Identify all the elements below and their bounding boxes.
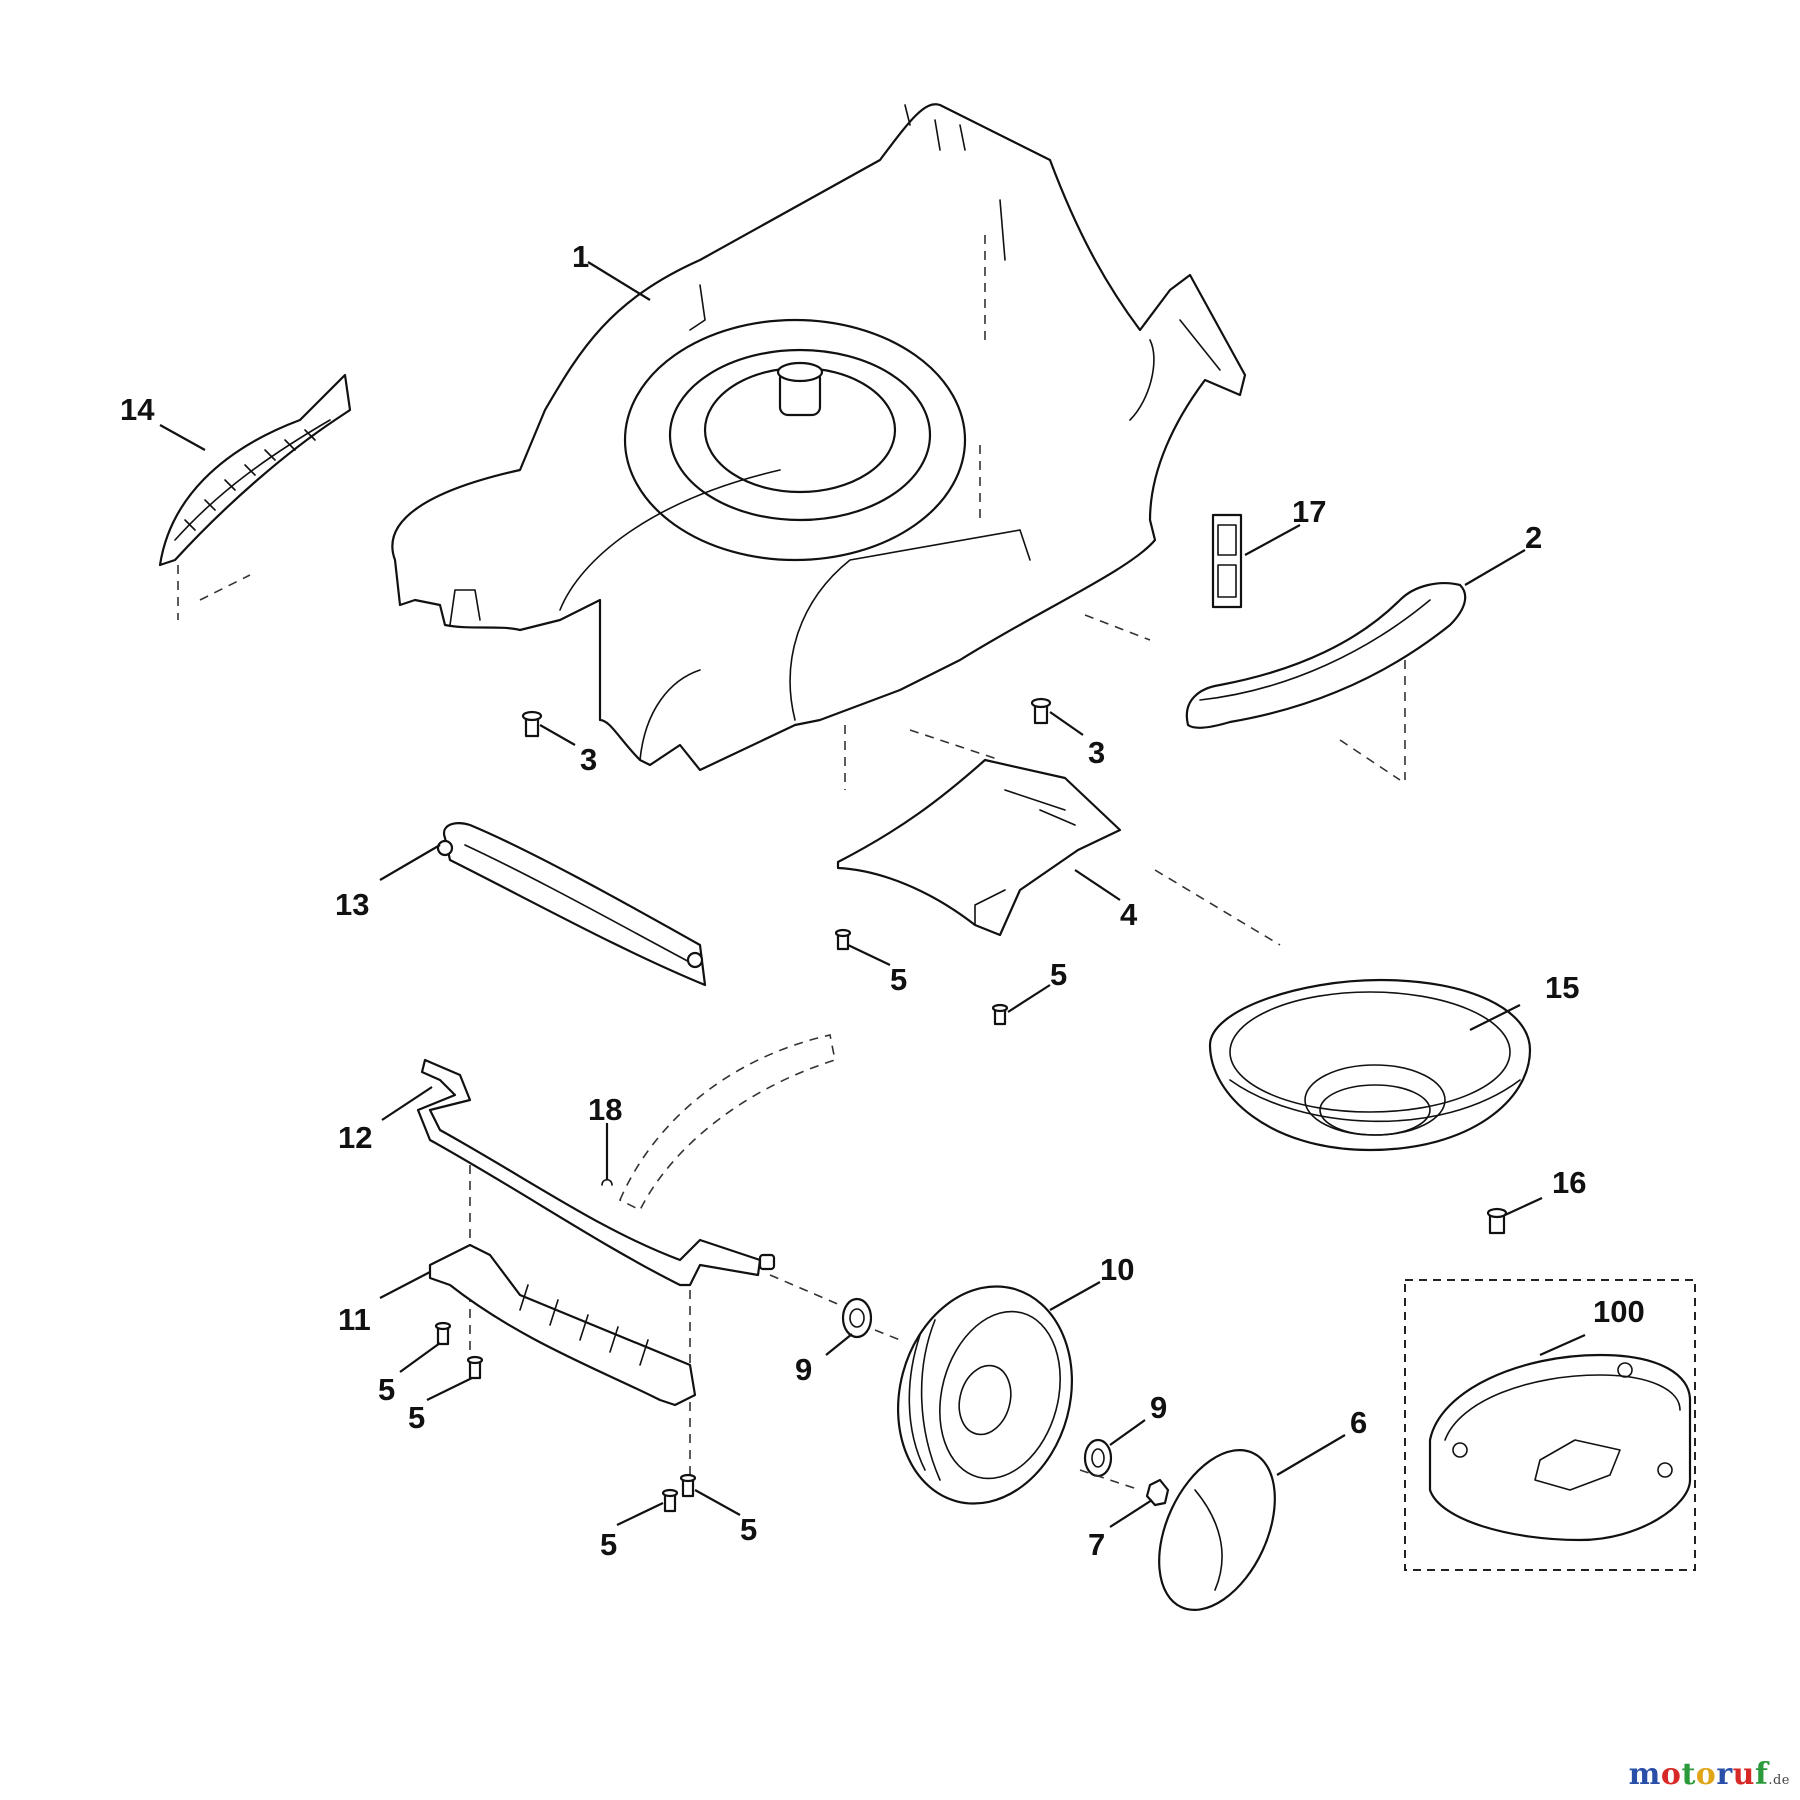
callout-13: 13 <box>335 887 369 922</box>
screw-5-a <box>834 928 852 951</box>
watermark-letter: r <box>1716 1757 1733 1792</box>
screw-5-b <box>991 1003 1009 1026</box>
watermark-suffix: .de <box>1768 1773 1790 1788</box>
callout-4: 4 <box>1120 897 1138 932</box>
deck-housing <box>391 103 1247 772</box>
bearing-9-b <box>1083 1438 1113 1478</box>
bowl-15 <box>1208 978 1532 1152</box>
clip-18 <box>601 1178 613 1186</box>
callout-3-left: 3 <box>580 742 597 777</box>
callout-5-d: 5 <box>408 1400 425 1435</box>
callout-5-f: 5 <box>740 1512 757 1547</box>
watermark-letter: m <box>1628 1757 1661 1792</box>
site-watermark: motoruf.de <box>1629 1757 1790 1792</box>
screw-3-right <box>1030 697 1052 725</box>
callout-9-a: 9 <box>795 1352 812 1387</box>
nut-7 <box>1145 1478 1170 1507</box>
callout-1: 1 <box>572 239 589 274</box>
callout-100: 100 <box>1593 1294 1645 1329</box>
decal-17 <box>1211 513 1243 609</box>
screw-5-f <box>679 1473 697 1498</box>
wheel-10 <box>897 1285 1073 1505</box>
hubcap-6 <box>1158 1449 1276 1611</box>
callout-3-right: 3 <box>1088 735 1105 770</box>
watermark-letter: t <box>1681 1757 1696 1792</box>
screw-16 <box>1486 1207 1508 1235</box>
screw-5-d <box>466 1355 484 1380</box>
callout-5-e: 5 <box>600 1527 617 1562</box>
front-bar-13 <box>436 821 707 987</box>
trim-strip-14 <box>158 373 352 620</box>
screw-3-left <box>521 710 543 738</box>
callout-16: 16 <box>1552 1165 1586 1200</box>
callout-6: 6 <box>1350 1405 1367 1440</box>
callout-5-a: 5 <box>890 962 907 997</box>
callout-11: 11 <box>338 1302 371 1337</box>
callout-5-b: 5 <box>1050 957 1067 992</box>
callout-12: 12 <box>338 1120 372 1155</box>
callout-5-c: 5 <box>378 1372 395 1407</box>
callout-15: 15 <box>1545 970 1579 1005</box>
watermark-letter: o <box>1695 1757 1717 1792</box>
callout-17: 17 <box>1292 494 1326 529</box>
deflector-4 <box>836 758 1281 946</box>
callout-2: 2 <box>1525 520 1542 555</box>
callout-7: 7 <box>1088 1527 1105 1562</box>
callout-18: 18 <box>588 1092 622 1127</box>
watermark-letter: f <box>1754 1757 1769 1792</box>
callout-9-b: 9 <box>1150 1390 1167 1425</box>
callout-10: 10 <box>1100 1252 1134 1287</box>
watermark-letter: o <box>1660 1757 1682 1792</box>
rear-cover-2 <box>1084 582 1467 781</box>
watermark-letter: u <box>1732 1757 1755 1792</box>
bracket-11 <box>428 1243 697 1407</box>
screw-5-c <box>434 1321 452 1346</box>
watermark-logo-letters: motoruf <box>1629 1757 1769 1792</box>
assembly-box-100 <box>1404 1279 1696 1571</box>
screw-5-e <box>661 1488 679 1513</box>
callouts: 1 14 17 2 3 3 13 4 5 5 15 12 18 16 11 10… <box>120 239 1645 1562</box>
bearing-9-a <box>841 1297 873 1339</box>
leader-lines <box>159 261 1586 1528</box>
callout-14: 14 <box>120 392 155 427</box>
